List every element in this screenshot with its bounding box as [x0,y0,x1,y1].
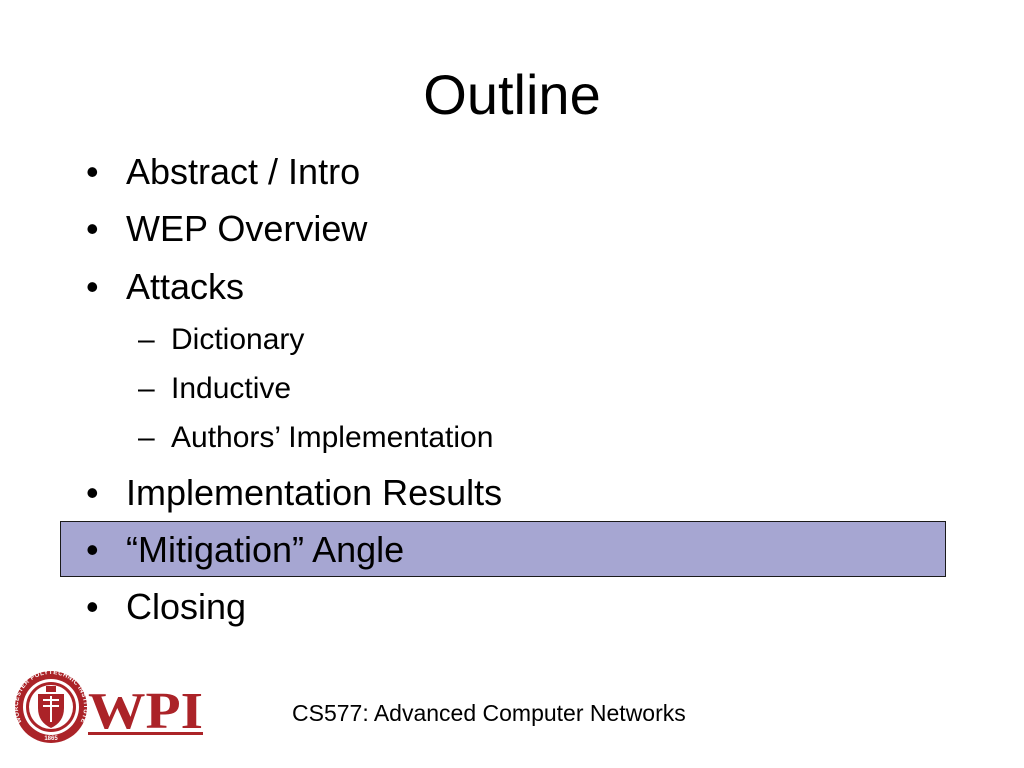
bullet-text: “Mitigation” Angle [126,529,405,570]
bullet-text: Attacks [126,266,245,307]
wpi-logo: WORCESTER POLYTECHNIC INSTITUTE 1865 WPI [14,670,203,743]
bullet-text: Closing [126,586,247,627]
bullet-mark: • [86,266,99,307]
bullet-mark: • [86,472,99,513]
sub-item-text: Inductive [171,372,292,405]
wpi-wordmark: WPI [88,683,203,740]
bullet-mark: • [86,208,99,249]
slide-title: Outline [423,63,601,126]
footer-course-title: CS577: Advanced Computer Networks [292,700,686,726]
bullet-text: Implementation Results [126,472,503,513]
highlight-box [60,521,946,577]
wpi-seal [15,671,87,743]
bullet-text: Abstract / Intro [126,151,361,192]
bullet-mark: • [86,151,99,192]
bullet-text: WEP Overview [126,208,368,249]
seal-year: 1865 [44,736,58,742]
bullet-mark: • [86,529,99,570]
sub-item-text: Authors’ Implementation [171,421,494,454]
bullet-mark: • [86,586,99,627]
dash-mark: – [138,421,155,454]
dash-mark: – [138,323,155,356]
sub-item-text: Dictionary [171,323,305,356]
dash-mark: – [138,372,155,405]
wordmark-underline [88,732,203,735]
